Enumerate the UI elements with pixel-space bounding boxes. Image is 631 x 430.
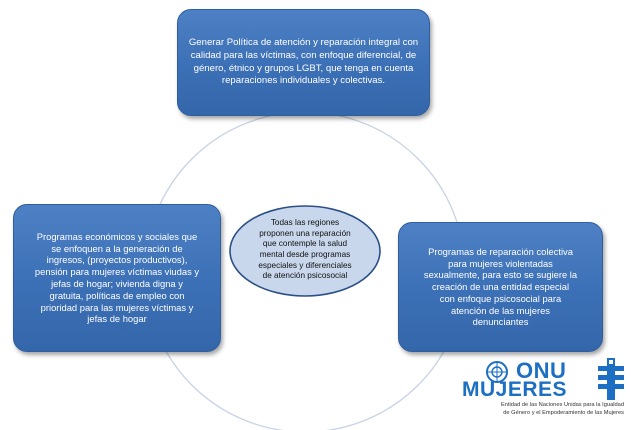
text-line: se enfoquen a la generación de <box>51 242 183 254</box>
left-box-text: Programas económicos y sociales que se e… <box>35 231 199 325</box>
text-line: pensión para mujeres víctimas viudas y <box>34 266 200 278</box>
text-line: Programas de reparación colectiva <box>428 245 573 257</box>
logo-mujeres-text: MUJERES <box>462 378 568 401</box>
text-line: jefas de hogar <box>87 313 147 325</box>
text-line: para mujeres violentadas <box>448 257 553 269</box>
text-line: que contemple la salud <box>262 239 348 249</box>
text-line: gratuita, políticas de empleo con <box>49 289 185 301</box>
text-line: sexualmente, para esto se sugiere la <box>423 269 578 281</box>
right-box-text: Programas de reparación colectiva para m… <box>424 246 577 329</box>
logo-subtitle-line: de Género y el Empoderamiento de las Muj… <box>503 409 624 416</box>
equality-symbol-icon <box>598 358 624 400</box>
text-line: de atención psicosocial <box>262 271 348 281</box>
text-line: creación de una entidad especial <box>431 281 570 293</box>
text-line: especiales y diferenciales <box>258 260 352 270</box>
text-line: denunciantes <box>472 316 529 328</box>
center-ellipse-text: Todas las regiones proponen una reparaci… <box>232 207 378 293</box>
text-line: ingresos, (proyectos productivos), <box>46 254 188 266</box>
text-line: jefas de hogar; vivienda digna y <box>51 278 183 289</box>
right-box: Programas de reparación colectiva para m… <box>398 222 603 352</box>
text-line: género, étnico y grupos LGBT, que tenga … <box>193 62 414 74</box>
un-emblem-icon <box>486 361 508 383</box>
logo-subtitle-line: Entidad de las Naciones Unidas para la I… <box>501 402 624 408</box>
text-line: calidad para las víctimas, con enfoque d… <box>190 49 417 61</box>
text-line: atención de las mujeres <box>450 304 550 316</box>
center-ellipse <box>229 205 381 297</box>
top-box: Generar Política de atención y reparació… <box>177 9 430 116</box>
text-line: con enfoque psicosocial para <box>439 292 562 304</box>
logo-subtitle: Entidad de las Naciones Unidas para la I… <box>456 402 624 417</box>
top-box-text: Generar Política de atención y reparació… <box>189 37 418 87</box>
text-line: Todas las regiones <box>270 218 340 228</box>
text-line: prioridad para las mujeres víctimas y <box>40 301 194 313</box>
text-line: reparaciones individuales y colectivas. <box>221 75 386 87</box>
text-line: Programas económicos y sociales que <box>36 230 198 242</box>
un-women-logo: ONU MUJERES Entidad de las Naciones Unid… <box>456 358 628 428</box>
logo-onu-text: ONU <box>516 358 567 383</box>
text-line: proponen una reparación <box>259 228 351 238</box>
text-line: mental desde programas <box>259 250 351 259</box>
left-box: Programas económicos y sociales que se e… <box>13 204 221 352</box>
text-line: Generar Política de atención y reparació… <box>188 37 419 49</box>
